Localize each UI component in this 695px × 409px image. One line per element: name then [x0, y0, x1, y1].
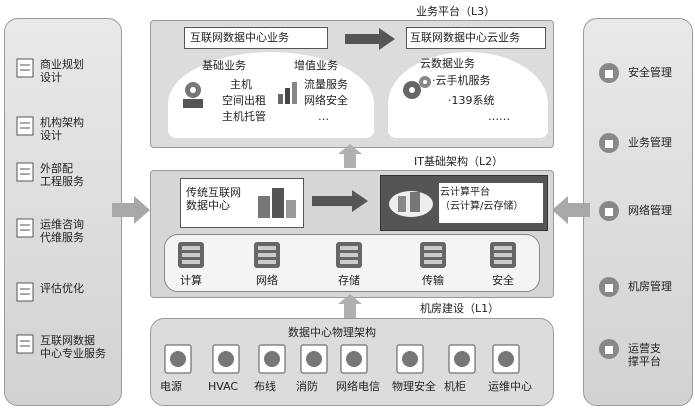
right-arrow [552, 196, 590, 224]
checklist-icon [16, 116, 34, 140]
left-service-4: 评估优化 [40, 282, 84, 295]
hand-icon [396, 344, 424, 378]
basic-item-1: 空间出租 [222, 94, 266, 107]
right-mgmt-4: 运营支 撑平台 [628, 342, 661, 368]
l1-item-2: 布线 [254, 380, 276, 393]
basic-item-2: 主机托管 [222, 110, 266, 123]
l1-title: 机房建设（L1） [420, 302, 500, 315]
l3-title: 业务平台（L3） [416, 5, 496, 18]
value-chart-icon [276, 80, 302, 110]
right-mgmt-1: 业务管理 [628, 136, 672, 149]
fire-icon [300, 344, 328, 378]
left-service-3: 运维咨询 代维服务 [40, 218, 84, 244]
value-item-1: 网络安全 [304, 94, 348, 107]
wrench-icon [16, 218, 34, 242]
24-7-icon [492, 344, 520, 378]
storage-icon [334, 240, 364, 274]
left-arrow [112, 196, 150, 224]
left-service-2: 外部配 工程服务 [40, 162, 84, 188]
l1-item-6: 机柜 [444, 380, 466, 393]
l3-right-arrow [345, 28, 395, 50]
document-icon [16, 58, 34, 82]
up-arrow-l2-l3 [338, 144, 362, 168]
l1-item-3: 消防 [296, 380, 318, 393]
l1-item-7: 运维中心 [488, 380, 532, 393]
l2-item-2: 存储 [338, 274, 360, 287]
hvac-icon [212, 344, 240, 378]
l2-item-3: 传输 [422, 274, 444, 287]
security-icon [488, 240, 518, 274]
transmission-icon [418, 240, 448, 274]
bar-icon [16, 334, 34, 358]
cloud-platform-label-box [438, 182, 544, 224]
l1-subtitle: 数据中心物理架构 [288, 326, 376, 339]
right-mgmt-2: 网络管理 [628, 204, 672, 217]
l2-title: IT基础架构（L2） [414, 155, 504, 168]
l1-item-4: 网络电信 [336, 380, 380, 393]
value-item-2: … [318, 110, 329, 123]
server-icon [176, 240, 206, 274]
cloud-item-2: …… [488, 110, 510, 123]
l1-item-5: 物理安全 [392, 380, 436, 393]
cloud-business-sub-label: 云数据业务 [420, 57, 475, 70]
left-service-5: 互联网数据 中心专业服务 [40, 334, 106, 360]
idc-business-label: 互联网数据中心业务 [190, 31, 289, 44]
telecom-icon [340, 344, 368, 378]
cabling-icon [258, 344, 286, 378]
basic-item-0: 主机 [230, 78, 252, 91]
building-icon [258, 184, 298, 224]
power-icon [164, 344, 192, 378]
basic-gears-icon [180, 80, 206, 114]
value-business-label: 增值业务 [294, 59, 338, 72]
left-service-0: 商业规划 设计 [40, 58, 84, 84]
l2-right-arrow [312, 190, 368, 212]
l2-item-0: 计算 [180, 274, 202, 287]
cloud-item-0: ·云手机服务 [432, 74, 491, 87]
cloud-platform-label: 云计算平台 （云计算/云存储） [440, 187, 524, 212]
lock-icon [598, 62, 620, 88]
magnifier-icon [16, 282, 34, 306]
cloud-icon [388, 184, 434, 222]
traditional-idc-label: 传统互联网 数据中心 [186, 186, 241, 212]
right-mgmt-0: 安全管理 [628, 66, 672, 79]
l1-item-0: 电源 [160, 380, 182, 393]
l1-item-1: HVAC [208, 380, 239, 393]
cloud-item-1: ·139系统 [448, 94, 495, 107]
idc-business-box [184, 27, 328, 49]
cloud-business-label: 互联网数据中心云业务 [410, 31, 520, 44]
idc-oval [168, 52, 374, 138]
bar-icon [598, 338, 620, 364]
worker-icon [16, 162, 34, 186]
basic-business-label: 基础业务 [202, 59, 246, 72]
cloud-gears-icon [402, 74, 432, 106]
l2-item-1: 网络 [256, 274, 278, 287]
cloud-business-box [406, 27, 546, 49]
router-icon [252, 240, 282, 274]
rack-icon [448, 344, 476, 378]
cabinet-icon [598, 276, 620, 302]
l2-item-4: 安全 [492, 274, 514, 287]
value-item-0: 流量服务 [304, 78, 348, 91]
folder-icon [598, 132, 620, 158]
left-service-1: 机构架构 设计 [40, 116, 84, 142]
up-arrow-l1-l2 [338, 294, 362, 318]
right-mgmt-3: 机房管理 [628, 280, 672, 293]
network-icon [598, 200, 620, 226]
